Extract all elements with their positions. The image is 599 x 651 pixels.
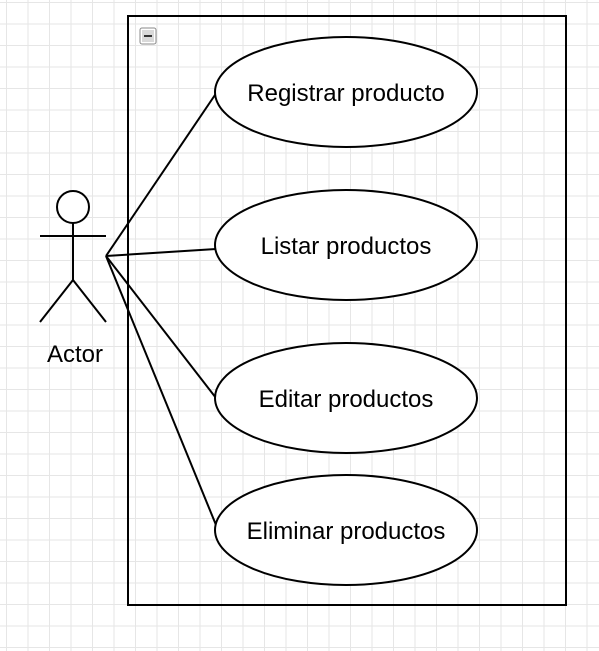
use-case-label: Registrar producto (247, 80, 444, 107)
use-case-ellipse (214, 36, 478, 148)
use-case-ellipse (214, 189, 478, 301)
actor-head (56, 190, 90, 224)
association-line-eliminar[interactable] (105, 255, 217, 526)
use-case-eliminar-productos[interactable]: Eliminar productos (214, 474, 478, 586)
use-case-registrar-producto[interactable]: Registrar producto (214, 36, 478, 148)
use-case-label: Eliminar productos (247, 518, 446, 545)
use-case-listar-productos[interactable]: Listar productos (214, 189, 478, 301)
use-case-ellipse (214, 342, 478, 454)
actor-right-leg (72, 279, 107, 323)
association-line-listar[interactable] (105, 248, 217, 257)
actor-label: Actor (47, 341, 103, 368)
actor-figure[interactable] (39, 190, 107, 323)
association-line-registrar[interactable] (105, 91, 218, 257)
use-case-label: Listar productos (261, 233, 432, 260)
use-case-ellipse (214, 474, 478, 586)
association-line-editar[interactable] (105, 255, 217, 399)
use-case-editar-productos[interactable]: Editar productos (214, 342, 478, 454)
actor-left-leg (39, 279, 74, 323)
use-case-label: Editar productos (259, 386, 434, 413)
minus-square-icon[interactable] (139, 27, 157, 45)
